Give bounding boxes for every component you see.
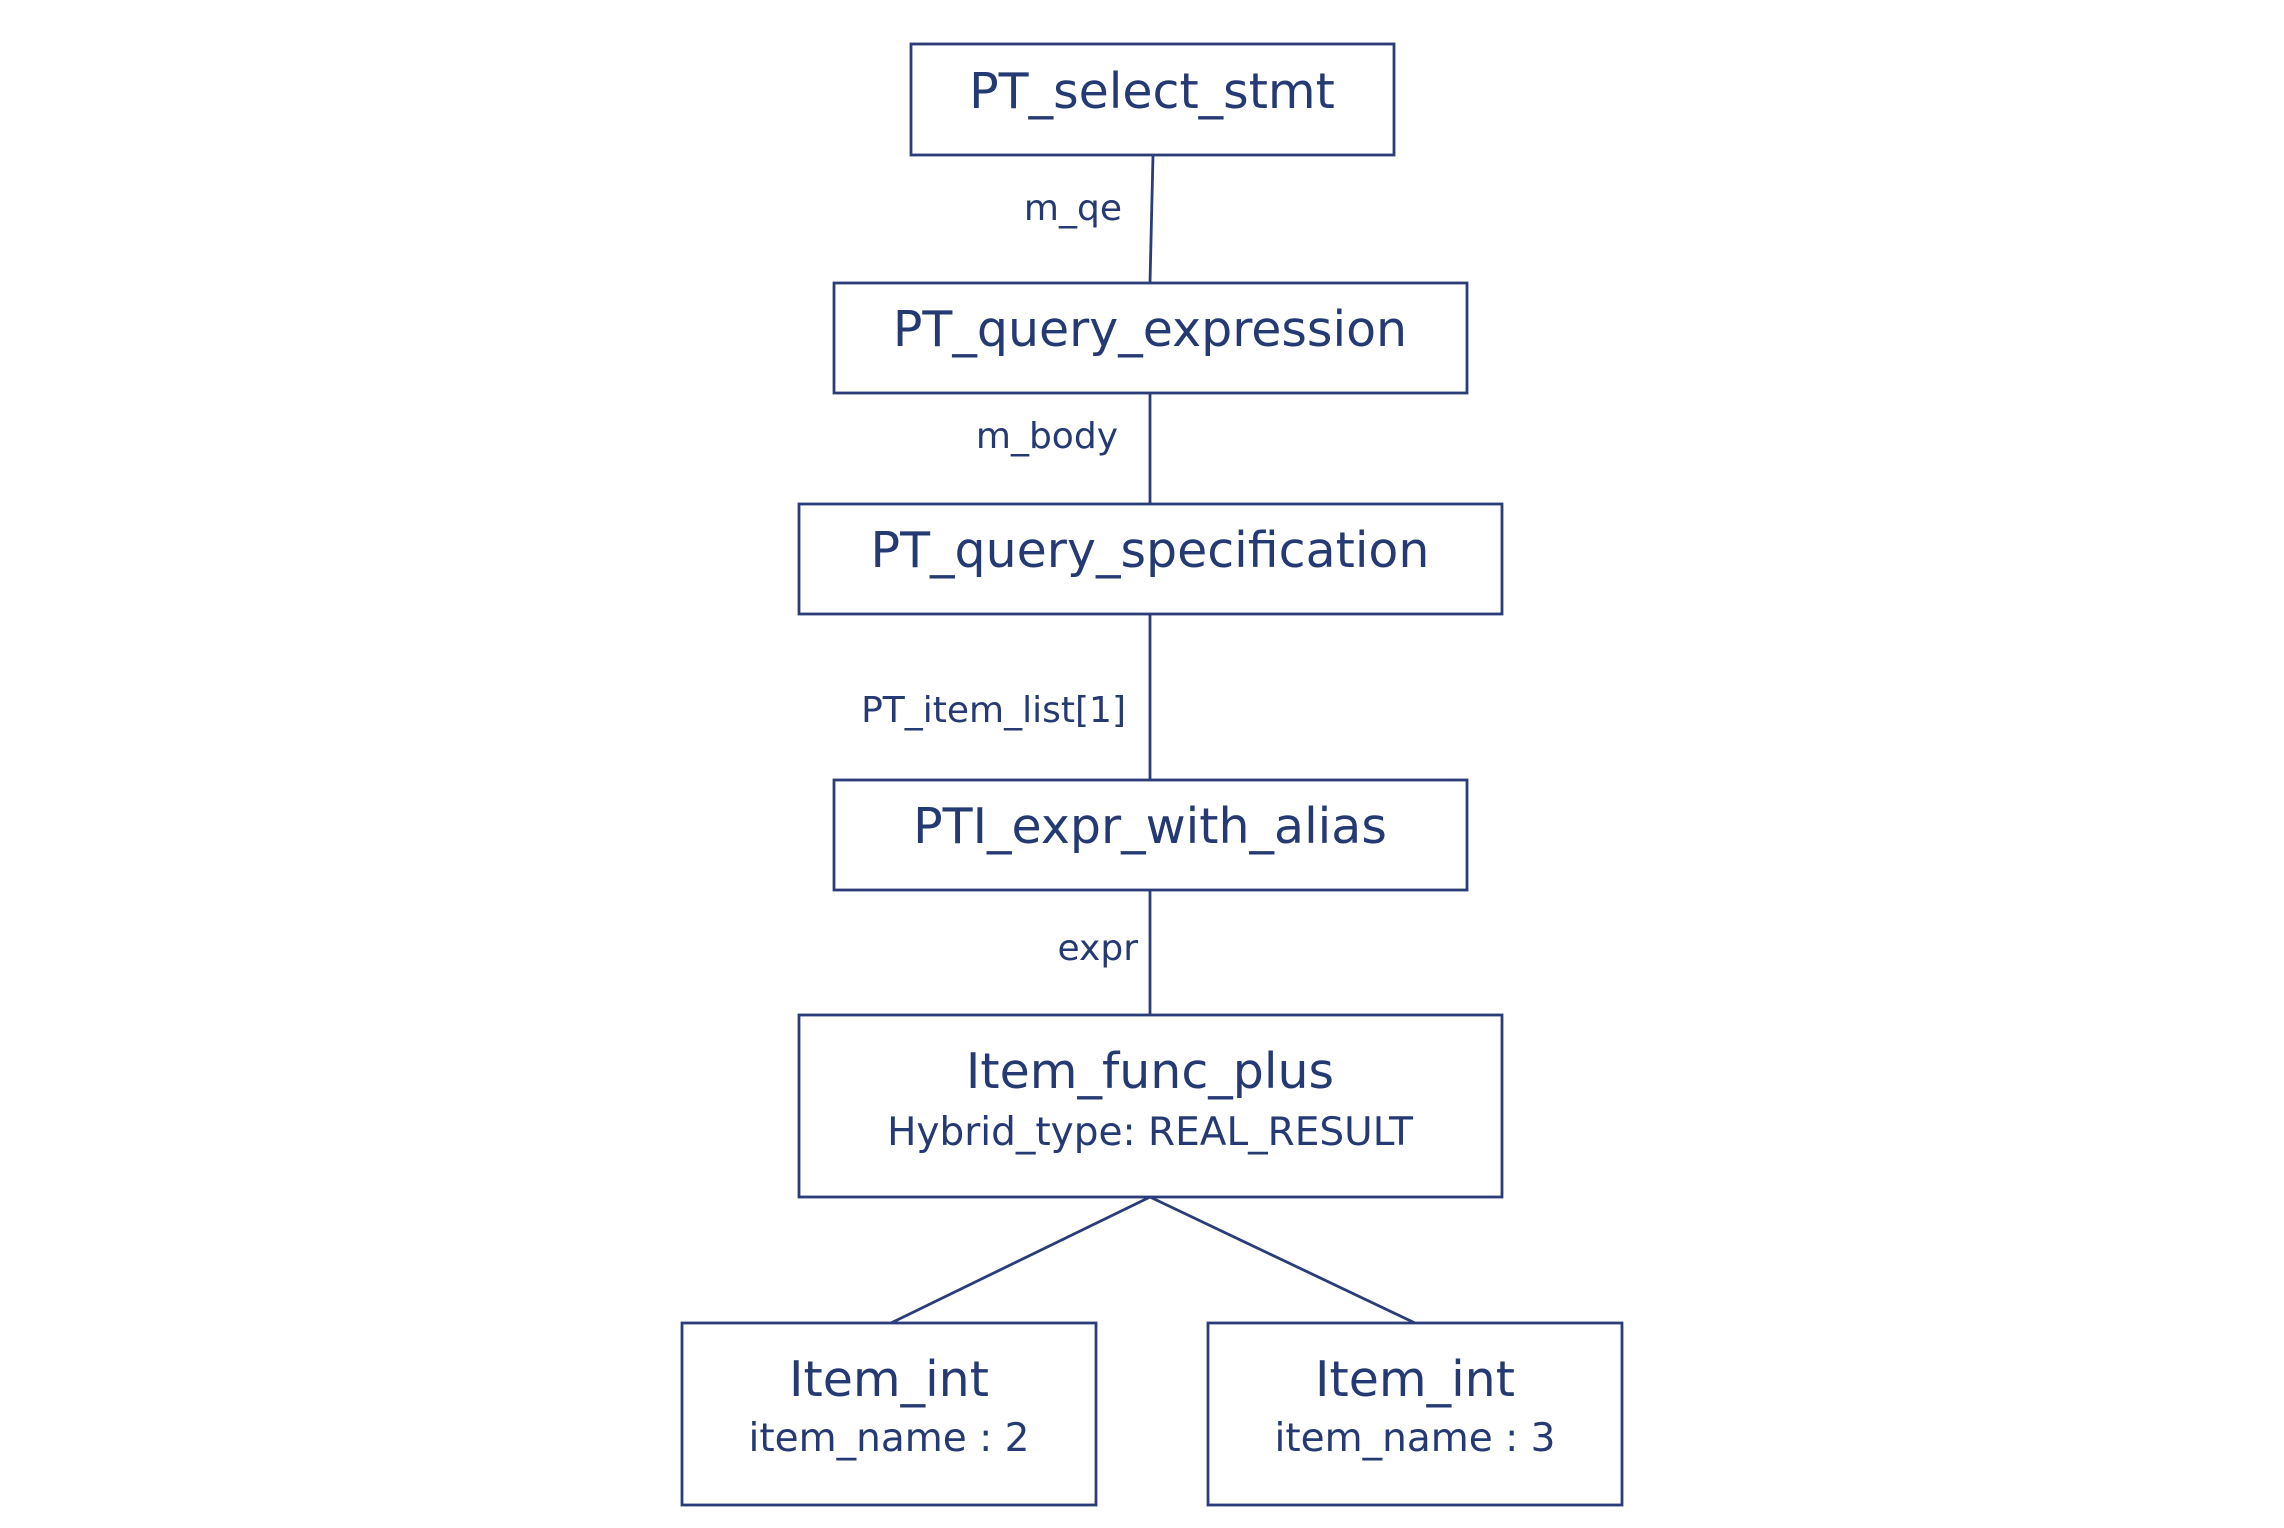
node-box [909,42,1396,157]
node-box [1206,1321,1624,1507]
node-title: PT_query_specification [871,522,1430,579]
node-detail: Hybrid_type: REAL_RESULT [887,1110,1413,1155]
edge-label-m-body: m_body [976,416,1118,457]
node-box [680,1321,1098,1507]
node-box [797,1013,1504,1199]
connector-func-plus-to-int-right [1149,1195,1416,1325]
node-pt-select-stmt: PT_select_stmt [909,42,1396,157]
node-title: Item_int [789,1351,989,1408]
edge-label-m-qe: m_qe [1024,188,1122,229]
node-detail: item_name : 2 [749,1416,1030,1461]
node-title: PT_query_expression [893,301,1407,358]
node-box [797,502,1504,616]
node-pti-expr-with-alias: PTI_expr_with_alias [832,778,1469,892]
edge-label-expr: expr [1058,928,1139,969]
node-item-func-plus: Item_func_plus Hybrid_type: REAL_RESULT [797,1013,1504,1199]
connector-func-plus-to-int-left [890,1195,1151,1325]
node-pt-query-specification: PT_query_specification [797,502,1504,616]
node-item-int-left: Item_int item_name : 2 [680,1321,1098,1507]
node-box [832,281,1469,395]
node-title: PTI_expr_with_alias [913,798,1387,855]
node-title: Item_int [1315,1351,1515,1408]
edge-label-item-list: PT_item_list[1] [861,690,1126,731]
node-title: Item_func_plus [966,1043,1334,1100]
node-title: PT_select_stmt [969,63,1335,120]
node-pt-query-expression: PT_query_expression [832,281,1469,395]
connector-select-to-query-expression [1148,154,1155,284]
node-box [832,778,1469,892]
node-item-int-right: Item_int item_name : 3 [1206,1321,1624,1507]
node-detail: item_name : 3 [1275,1416,1556,1461]
